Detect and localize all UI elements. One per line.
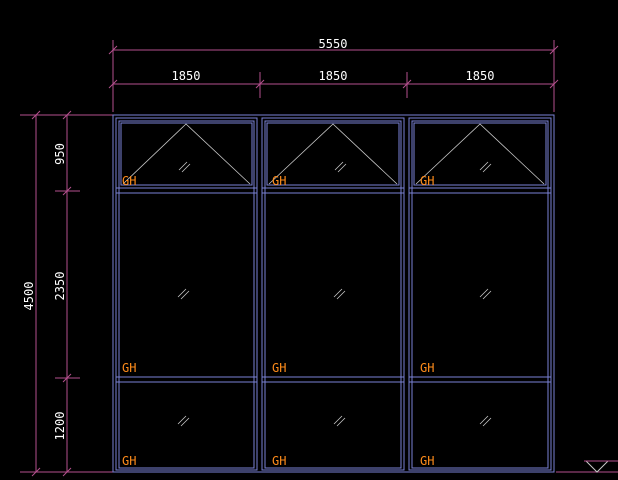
overall-height-label: 4500 <box>22 282 36 311</box>
bay-3-transom-tag: GH <box>420 174 434 188</box>
bay-width-dimensions: 1850 1850 1850 <box>108 69 559 98</box>
segment-height-label-1: 950 <box>53 143 67 165</box>
bay-1-middle-tag: GH <box>122 361 136 375</box>
bay-3-middle-tag: GH <box>420 361 434 375</box>
bay-2-transom-tag: GH <box>272 174 286 188</box>
segment-height-label-3: 1200 <box>53 412 67 441</box>
bay-1-transom-tag: GH <box>122 174 136 188</box>
bay-width-label-3: 1850 <box>466 69 495 83</box>
segment-height-label-2: 2350 <box>53 272 67 301</box>
bay-2-bottom-tag: GH <box>272 454 286 468</box>
level-triangle-icon <box>584 460 610 473</box>
overall-width-dimension: 5550 <box>108 37 559 112</box>
bay-2-middle-tag: GH <box>272 361 286 375</box>
bay-width-label-2: 1850 <box>319 69 348 83</box>
segment-height-dimensions: 950 2350 1200 <box>53 110 80 477</box>
window-bay-1[interactable]: GH GH GH <box>115 117 258 471</box>
overall-height-dimension: 4500 <box>20 110 113 477</box>
bay-1-bottom-tag: GH <box>122 454 136 468</box>
ground-level-marker <box>556 460 618 473</box>
outer-frame[interactable] <box>112 114 555 473</box>
bay-width-label-1: 1850 <box>172 69 201 83</box>
overall-width-label: 5550 <box>319 37 348 51</box>
window-bay-2[interactable]: GH GH GH <box>261 117 405 471</box>
window-bay-3[interactable]: GH GH GH <box>408 117 552 471</box>
bay-3-bottom-tag: GH <box>420 454 434 468</box>
